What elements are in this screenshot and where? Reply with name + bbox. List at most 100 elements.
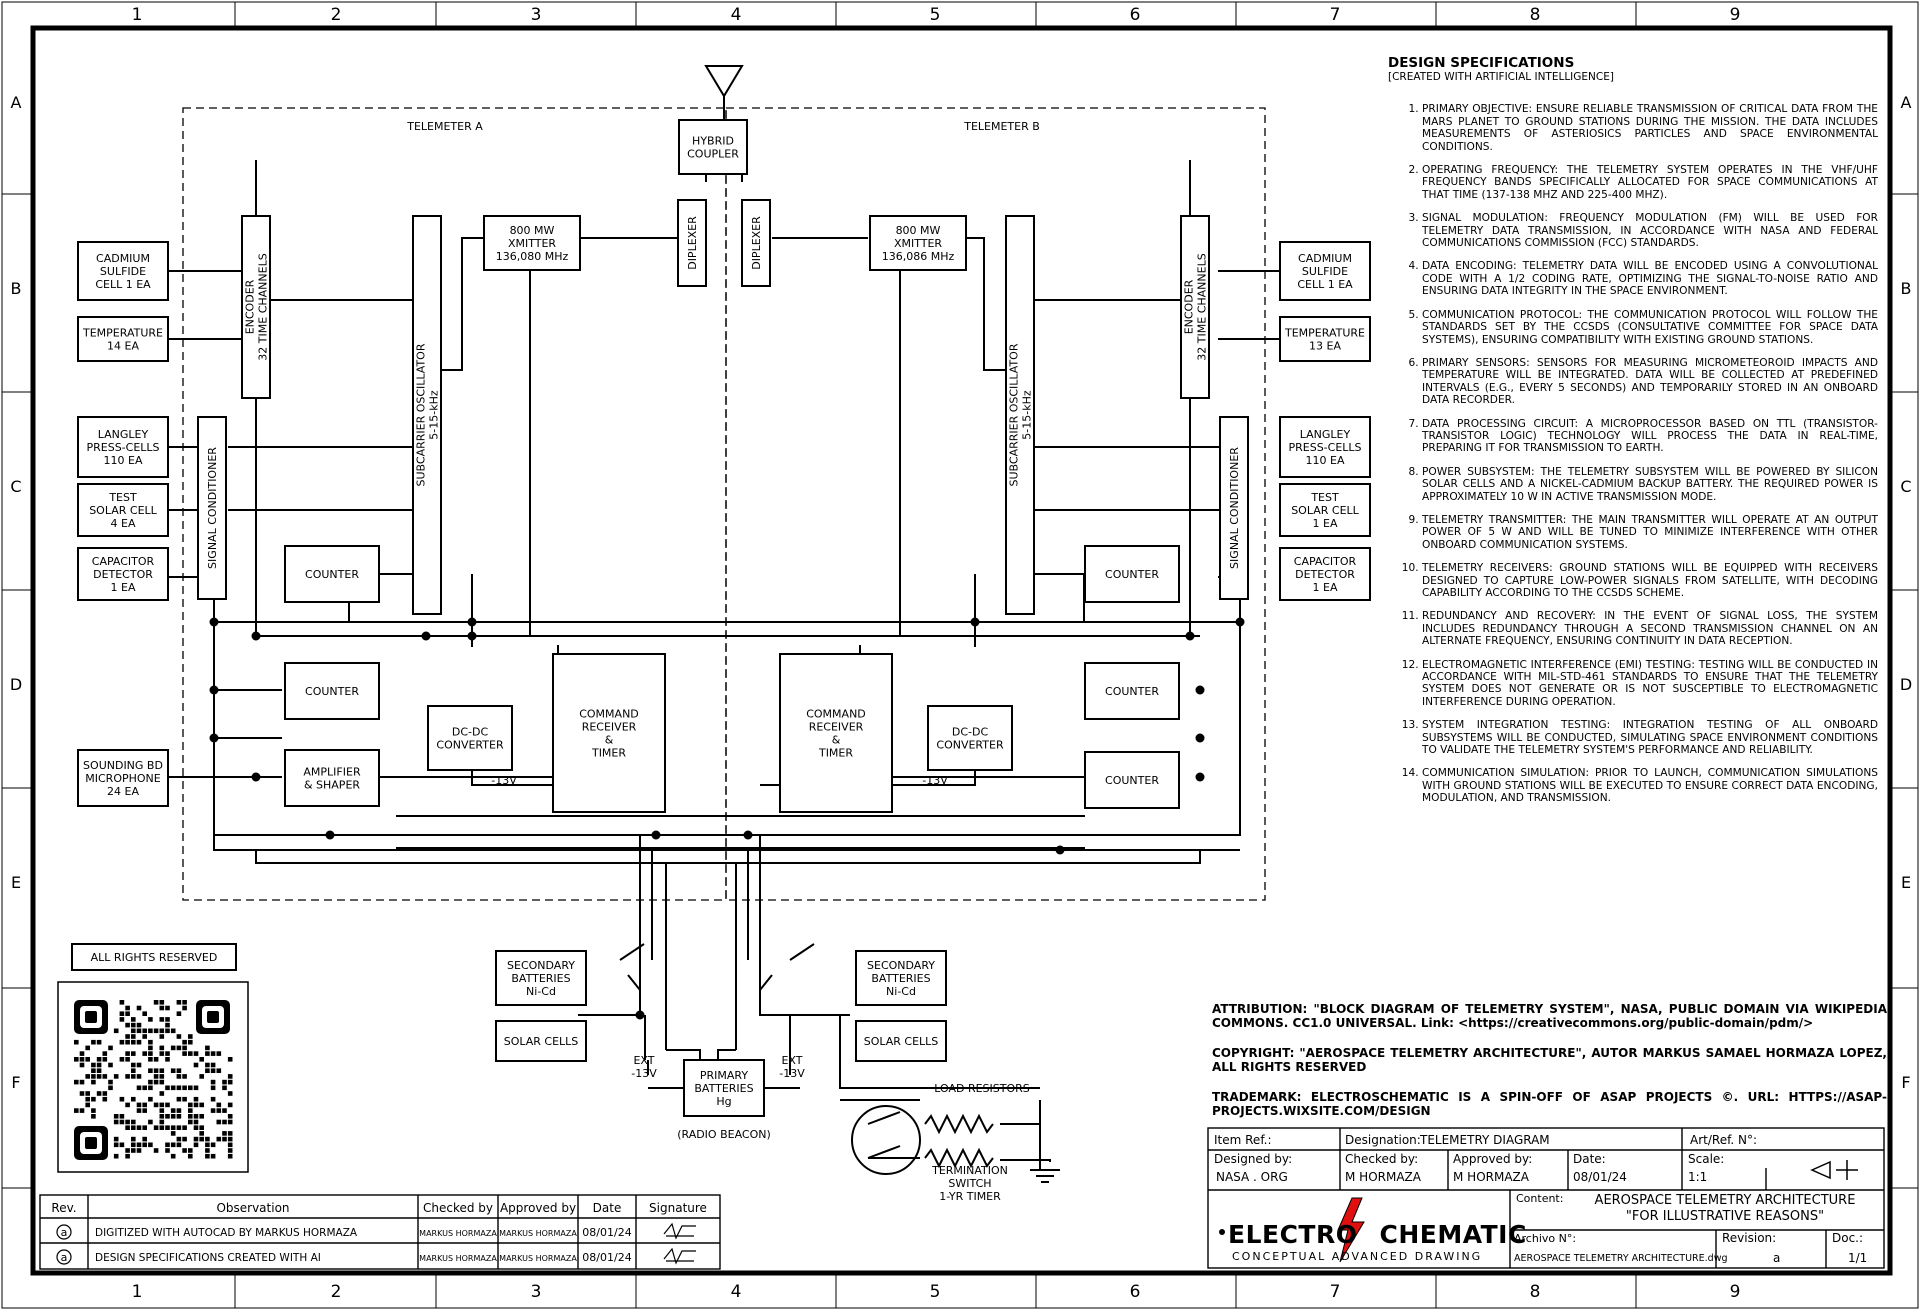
- revision-date: 08/01/24: [582, 1226, 631, 1239]
- sensor-b-block-text: SULFIDE: [1302, 265, 1348, 278]
- ruler-row-label: B: [11, 279, 22, 298]
- sensor-a-block-text: TEST: [108, 491, 137, 504]
- sensor-b-block-text: CAPACITOR: [1294, 555, 1357, 568]
- ruler-col-label: 7: [1330, 1282, 1341, 1302]
- termination-switch-label: 1-YR TIMER: [939, 1190, 1001, 1203]
- spec-item: ELECTROMAGNETIC INTERFERENCE (EMI) TESTI…: [1422, 659, 1878, 709]
- all-rights-box: ALL RIGHTS RESERVED: [71, 943, 237, 971]
- checked-label: Checked by:: [1345, 1152, 1419, 1166]
- ruler-col-label: 9: [1730, 5, 1741, 25]
- sensor-a-block-text: 4 EA: [111, 517, 136, 530]
- sensor-a-block-text: LANGLEY: [98, 428, 149, 441]
- xmitter-b-block-text: 136,086 MHz: [882, 250, 955, 263]
- revision-header-1: Observation: [216, 1201, 289, 1215]
- xmitter-a-block-text: 136,080 MHz: [496, 250, 569, 263]
- solar-cells-a-block: SOLAR CELLS: [495, 1020, 587, 1062]
- sensor-a-block-text: 1 EA: [111, 581, 136, 594]
- secondary-batteries-b-block-text: SECONDARY: [867, 959, 935, 972]
- dc-converter-b-block-text: CONVERTER: [936, 739, 1004, 752]
- revision-code: a: [61, 1226, 68, 1239]
- scale-label: Scale:: [1688, 1152, 1725, 1166]
- sensor-b-block-text: 1 EA: [1313, 517, 1338, 530]
- command-receiver-a-block-text: &: [605, 734, 614, 747]
- sensor-a-block-text: MICROPHONE: [85, 772, 161, 785]
- encoder-b-block-text: 32 TIME CHANNELS: [1196, 253, 1209, 360]
- ruler-row-label: E: [11, 873, 21, 892]
- qr-code-icon: [57, 981, 249, 1173]
- sensor-a-block-text: SOLAR CELL: [89, 504, 157, 517]
- design-specifications: DESIGN SPECIFICATIONS [CREATED WITH ARTI…: [1388, 56, 1878, 816]
- wiring: [168, 160, 1280, 1162]
- radio-beacon-label: (RADIO BEACON): [677, 1128, 771, 1141]
- ruler-col-label: 9: [1730, 1282, 1741, 1302]
- ruler-col-label: 4: [731, 5, 742, 25]
- spec-subtitle: [CREATED WITH ARTIFICIAL INTELLIGENCE]: [1388, 71, 1614, 83]
- brand-logo-a: ELECTRO: [1228, 1220, 1358, 1249]
- ruler-col-label: 1: [132, 5, 143, 25]
- minus13v-b-label: -13V: [922, 774, 948, 787]
- counter-a1-block: COUNTER: [284, 545, 380, 603]
- ruler-col-label: 4: [731, 1282, 742, 1302]
- signal-conditioner-a-block: SIGNAL CONDITIONER: [197, 416, 227, 600]
- revision-label: Revision:: [1722, 1231, 1777, 1245]
- revision-approved: MARKUS HORMAZA: [499, 1254, 577, 1263]
- designed-value: NASA . ORG: [1216, 1170, 1288, 1184]
- spec-item: DATA PROCESSING CIRCUIT: A MICROPROCESSO…: [1422, 418, 1878, 455]
- sensor-a-block-text: 14 EA: [107, 340, 139, 353]
- sensor-a-block-text: CAPACITOR: [92, 555, 155, 568]
- approved-value: M HORMAZA: [1453, 1170, 1529, 1184]
- sensor-b-block-text: TEST: [1310, 491, 1339, 504]
- command-receiver-b-block-text: COMMAND: [806, 708, 866, 721]
- ruler-row-label: E: [1901, 873, 1911, 892]
- spec-list: PRIMARY OBJECTIVE: ENSURE RELIABLE TRANS…: [1388, 103, 1878, 804]
- ruler-col-label: 8: [1530, 5, 1541, 25]
- telemeter-b-label: TELEMETER B: [963, 120, 1040, 133]
- ext13v-b-label: EXT: [781, 1054, 802, 1067]
- revision-header-5: Signature: [649, 1201, 707, 1215]
- solar-cells-b-block-text: SOLAR CELLS: [864, 1035, 939, 1048]
- load-resistors-label: LOAD RESISTORS: [934, 1082, 1030, 1095]
- item-ref-label: Item Ref.:: [1214, 1133, 1272, 1147]
- revision-checked: MARKUS HORMAZA: [419, 1229, 497, 1238]
- signal-conditioner-b-block-text: SIGNAL CONDITIONER: [1228, 447, 1241, 569]
- brand-tagline: CONCEPTUAL ADVANCED DRAWING: [1232, 1250, 1483, 1263]
- diplexer-a-block: DIPLEXER: [677, 199, 707, 287]
- ruler-col-label: 6: [1130, 5, 1141, 25]
- termination-switch-icon: [851, 1105, 921, 1175]
- sensor-b-block-text: DETECTOR: [1295, 568, 1355, 581]
- sensor-a-block-text: CADMIUM: [96, 252, 150, 265]
- spec-item: REDUNDANCY AND RECOVERY: IN THE EVENT OF…: [1422, 610, 1878, 647]
- sensor-a-block-text: PRESS-CELLS: [86, 441, 159, 454]
- sensor-a-block-text: SULFIDE: [100, 265, 146, 278]
- counter-b1-block-text: COUNTER: [1105, 568, 1159, 581]
- designation-value: TELEMETRY DIAGRAM: [1420, 1133, 1550, 1147]
- date-value: 08/01/24: [1573, 1170, 1627, 1184]
- checked-value: M HORMAZA: [1345, 1170, 1421, 1184]
- revision-header-4: Date: [593, 1201, 622, 1215]
- ruler-col-label: 7: [1330, 5, 1341, 25]
- ext13v-a-label: EXT: [633, 1054, 654, 1067]
- revision-header-2: Checked by: [423, 1201, 493, 1215]
- telemeter-a-label: TELEMETER A: [406, 120, 483, 133]
- sensor-a-block-text: 110 EA: [104, 454, 143, 467]
- subcarrier-oscillator-b-block-text: 5-15-kHz: [1021, 390, 1034, 440]
- ruler-col-label: 8: [1530, 1282, 1541, 1302]
- diplexer-a-block-text: DIPLEXER: [686, 216, 699, 270]
- diplexer-b-block: DIPLEXER: [741, 199, 771, 287]
- spec-item: COMMUNICATION PROTOCOL: THE COMMUNICATIO…: [1422, 309, 1878, 346]
- counter-b3-block-text: COUNTER: [1105, 774, 1159, 787]
- approved-label: Approved by:: [1453, 1152, 1533, 1166]
- sensor-b-block-text: 1 EA: [1313, 581, 1338, 594]
